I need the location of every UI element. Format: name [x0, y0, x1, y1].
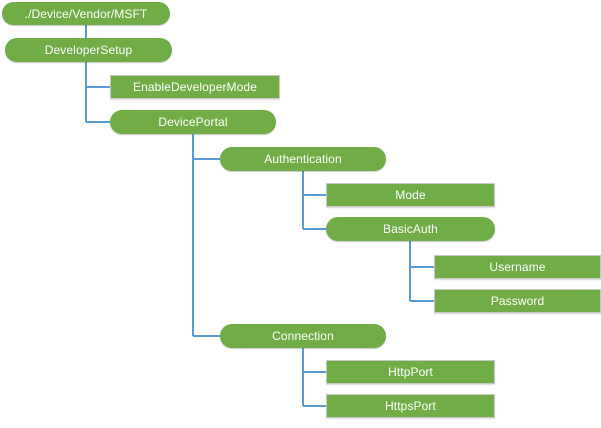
node-root[interactable]: ./Device/Vendor/MSFT: [2, 2, 170, 25]
node-label: DevicePortal: [158, 115, 228, 129]
node-developersetup[interactable]: DeveloperSetup: [5, 38, 172, 62]
node-mode[interactable]: Mode: [326, 183, 495, 207]
node-label: HttpPort: [388, 365, 433, 379]
node-label: Password: [490, 294, 545, 308]
node-connection[interactable]: Connection: [220, 324, 386, 348]
node-enabledevelopermode[interactable]: EnableDeveloperMode: [110, 75, 280, 99]
node-httpsport[interactable]: HttpsPort: [326, 394, 495, 418]
node-username[interactable]: Username: [434, 255, 601, 279]
node-httpport[interactable]: HttpPort: [326, 360, 495, 384]
node-deviceportal[interactable]: DevicePortal: [110, 110, 276, 134]
node-basicauth[interactable]: BasicAuth: [326, 217, 495, 241]
node-password[interactable]: Password: [434, 289, 601, 313]
node-label: EnableDeveloperMode: [133, 80, 257, 94]
node-label: Connection: [272, 329, 334, 343]
node-authentication[interactable]: Authentication: [220, 147, 386, 171]
node-label: HttpsPort: [385, 399, 436, 413]
node-label: DeveloperSetup: [44, 43, 133, 57]
node-label: ./Device/Vendor/MSFT: [24, 6, 148, 21]
node-label: BasicAuth: [383, 222, 438, 236]
node-label: Username: [489, 260, 546, 274]
node-label: Mode: [395, 188, 426, 202]
node-label: Authentication: [264, 152, 342, 166]
